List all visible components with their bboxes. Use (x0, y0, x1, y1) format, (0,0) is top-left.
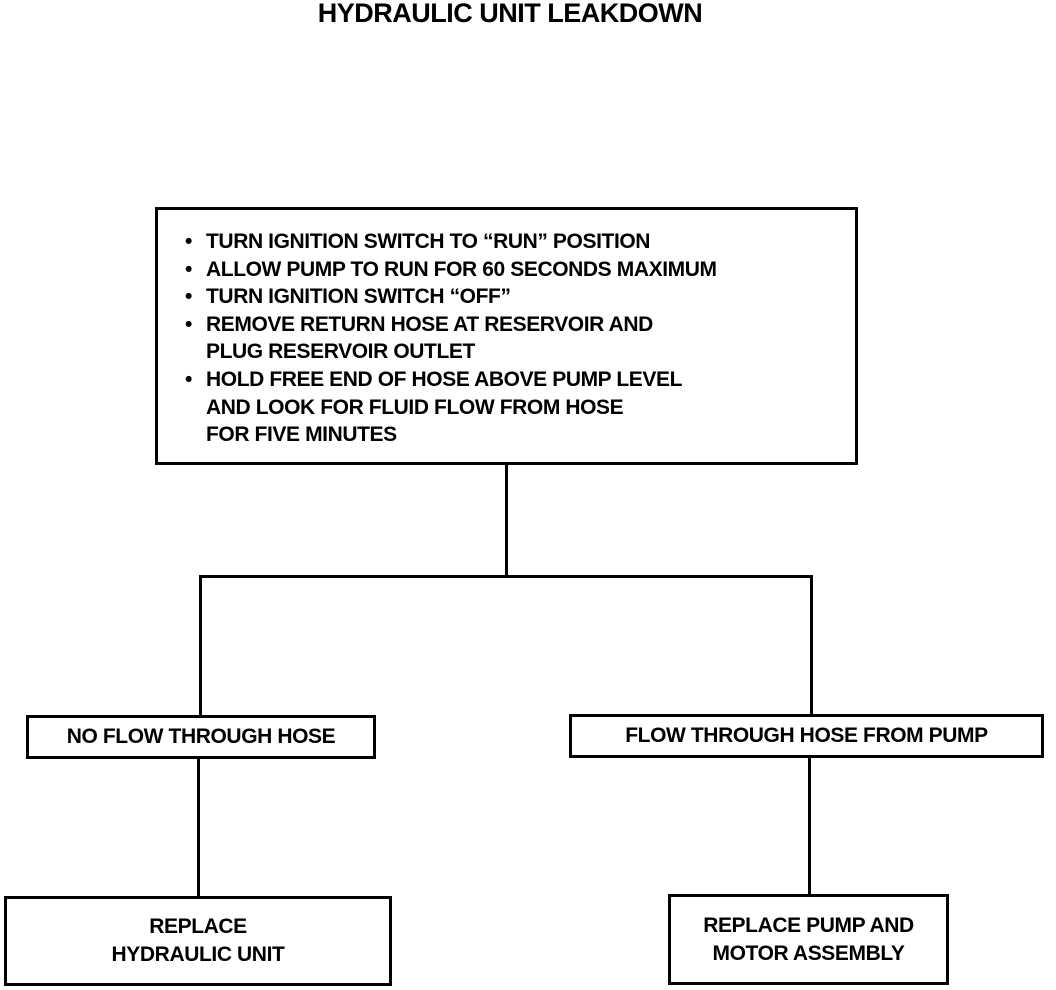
diagram-title: HYDRAULIC UNIT LEAKDOWN (317, 0, 703, 28)
procedure-step-1: • TURN IGNITION SWITCH TO “RUN” POSITION (184, 228, 845, 256)
connector-left-down (199, 575, 202, 716)
flow-condition: FLOW THROUGH HOSE FROM PUMP (569, 714, 1044, 758)
procedure-step-2: • ALLOW PUMP TO RUN FOR 60 SECONDS MAXIM… (184, 256, 845, 284)
result-text: MOTOR ASSEMBLY (712, 941, 905, 965)
procedure-steps: • TURN IGNITION SWITCH TO “RUN” POSITION… (184, 228, 845, 449)
step-text: FOR FIVE MINUTES (206, 423, 397, 447)
procedure-box: • TURN IGNITION SWITCH TO “RUN” POSITION… (155, 207, 858, 465)
replace-pump-motor-box: REPLACE PUMP AND MOTOR ASSEMBLY (668, 894, 949, 985)
bullet-icon: • (185, 367, 192, 391)
step-text: PLUG RESERVOIR OUTLET (206, 340, 475, 364)
step-text: TURN IGNITION SWITCH “OFF” (206, 285, 511, 309)
procedure-step-5: • HOLD FREE END OF HOSE ABOVE PUMP LEVEL… (184, 366, 845, 449)
bullet-icon: • (185, 312, 192, 336)
connector-split (199, 575, 813, 578)
connector-right-down (810, 575, 813, 715)
connector-right-result (808, 756, 811, 895)
replace-hydraulic-unit-box: REPLACE HYDRAULIC UNIT (4, 896, 392, 986)
bullet-icon: • (185, 230, 192, 253)
connector-left-result (197, 757, 200, 897)
step-text: AND LOOK FOR FLUID FLOW FROM HOSE (206, 395, 624, 419)
result-text: REPLACE PUMP AND (703, 913, 914, 937)
bullet-icon: • (185, 257, 192, 281)
step-text: TURN IGNITION SWITCH TO “RUN” POSITION (206, 230, 651, 253)
result-text: HYDRAULIC UNIT (111, 943, 285, 966)
step-text: HOLD FREE END OF HOSE ABOVE PUMP LEVEL (206, 367, 683, 391)
result-text: REPLACE (149, 915, 247, 938)
connector-trunk (505, 465, 508, 577)
step-text: REMOVE RETURN HOSE AT RESERVOIR AND (206, 312, 653, 336)
no-flow-condition: NO FLOW THROUGH HOSE (26, 715, 376, 759)
procedure-step-4: • REMOVE RETURN HOSE AT RESERVOIR AND PL… (184, 311, 845, 366)
step-text: ALLOW PUMP TO RUN FOR 60 SECONDS MAXIMUM (206, 257, 717, 281)
procedure-step-3: • TURN IGNITION SWITCH “OFF” (184, 283, 845, 311)
bullet-icon: • (185, 285, 192, 309)
